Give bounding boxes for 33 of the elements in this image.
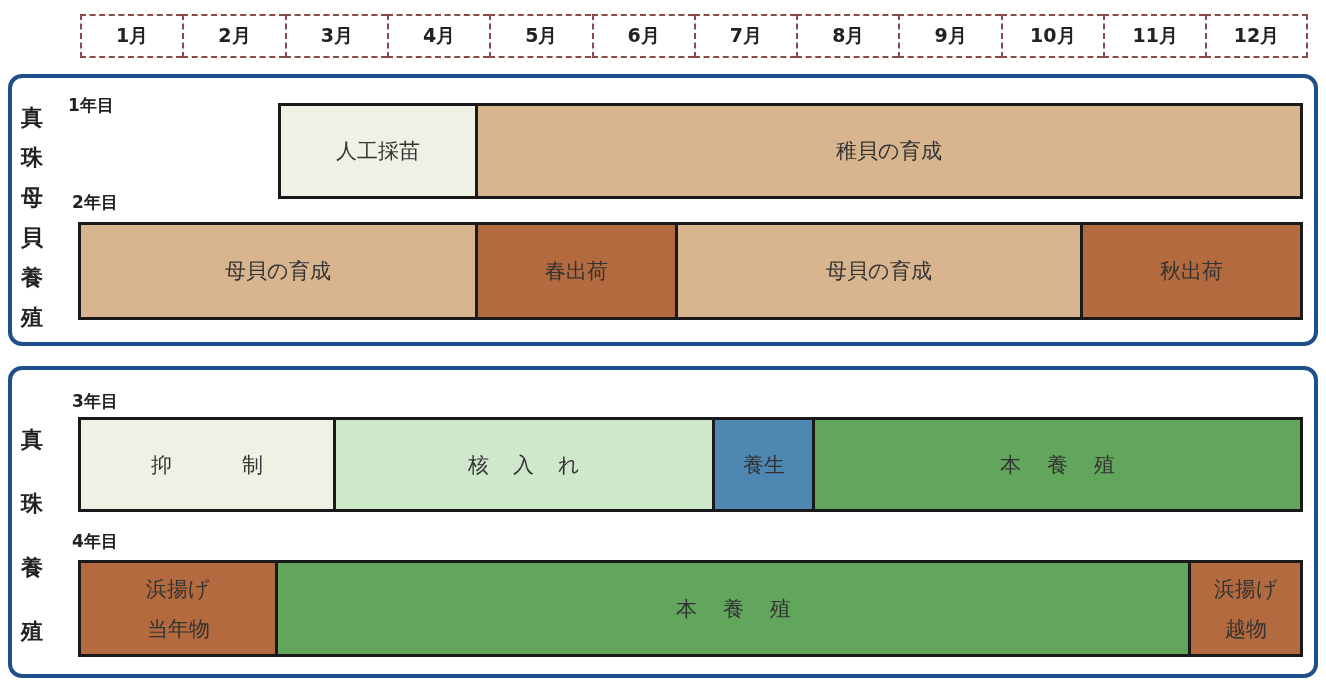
year-label: 2年目 <box>72 191 118 214</box>
month-cell: 8月 <box>796 14 899 58</box>
month-cell: 3月 <box>284 14 387 58</box>
stage-bar: 母貝の育成 <box>78 222 478 320</box>
panel-title: 真珠母貝養殖 <box>20 104 44 332</box>
stage-bar: 稚貝の育成 <box>475 103 1303 199</box>
year-label: 4年目 <box>72 530 118 553</box>
stage-bar: 養生 <box>712 417 815 512</box>
year-label: 3年目 <box>72 390 118 413</box>
panel <box>8 74 1318 346</box>
stage-bar: 春出荷 <box>475 222 678 320</box>
month-cell: 9月 <box>898 14 1001 58</box>
month-cell: 2月 <box>182 14 285 58</box>
panel-title: 真珠養殖 <box>20 426 44 646</box>
month-cell: 11月 <box>1103 14 1206 58</box>
year-label: 1年目 <box>68 94 114 117</box>
month-cell: 6月 <box>591 14 694 58</box>
stage-bar: 浜揚げ 当年物 <box>78 560 278 657</box>
stage-bar: 核入れ <box>333 417 715 512</box>
month-cell: 10月 <box>1000 14 1103 58</box>
stage-bar: 秋出荷 <box>1080 222 1303 320</box>
panel <box>8 366 1318 678</box>
month-cell: 5月 <box>489 14 592 58</box>
stage-bar: 母貝の育成 <box>675 222 1083 320</box>
month-cell: 1月 <box>80 14 183 58</box>
stage-bar: 抑制 <box>78 417 336 512</box>
month-cell: 7月 <box>693 14 797 58</box>
month-cell: 12月 <box>1205 14 1308 58</box>
stage-bar: 人工採苗 <box>278 103 478 199</box>
stage-bar: 浜揚げ 越物 <box>1188 560 1303 657</box>
month-cell: 4月 <box>386 14 490 58</box>
stage-bar: 本養殖 <box>275 560 1191 657</box>
stage-bar: 本養殖 <box>812 417 1303 512</box>
